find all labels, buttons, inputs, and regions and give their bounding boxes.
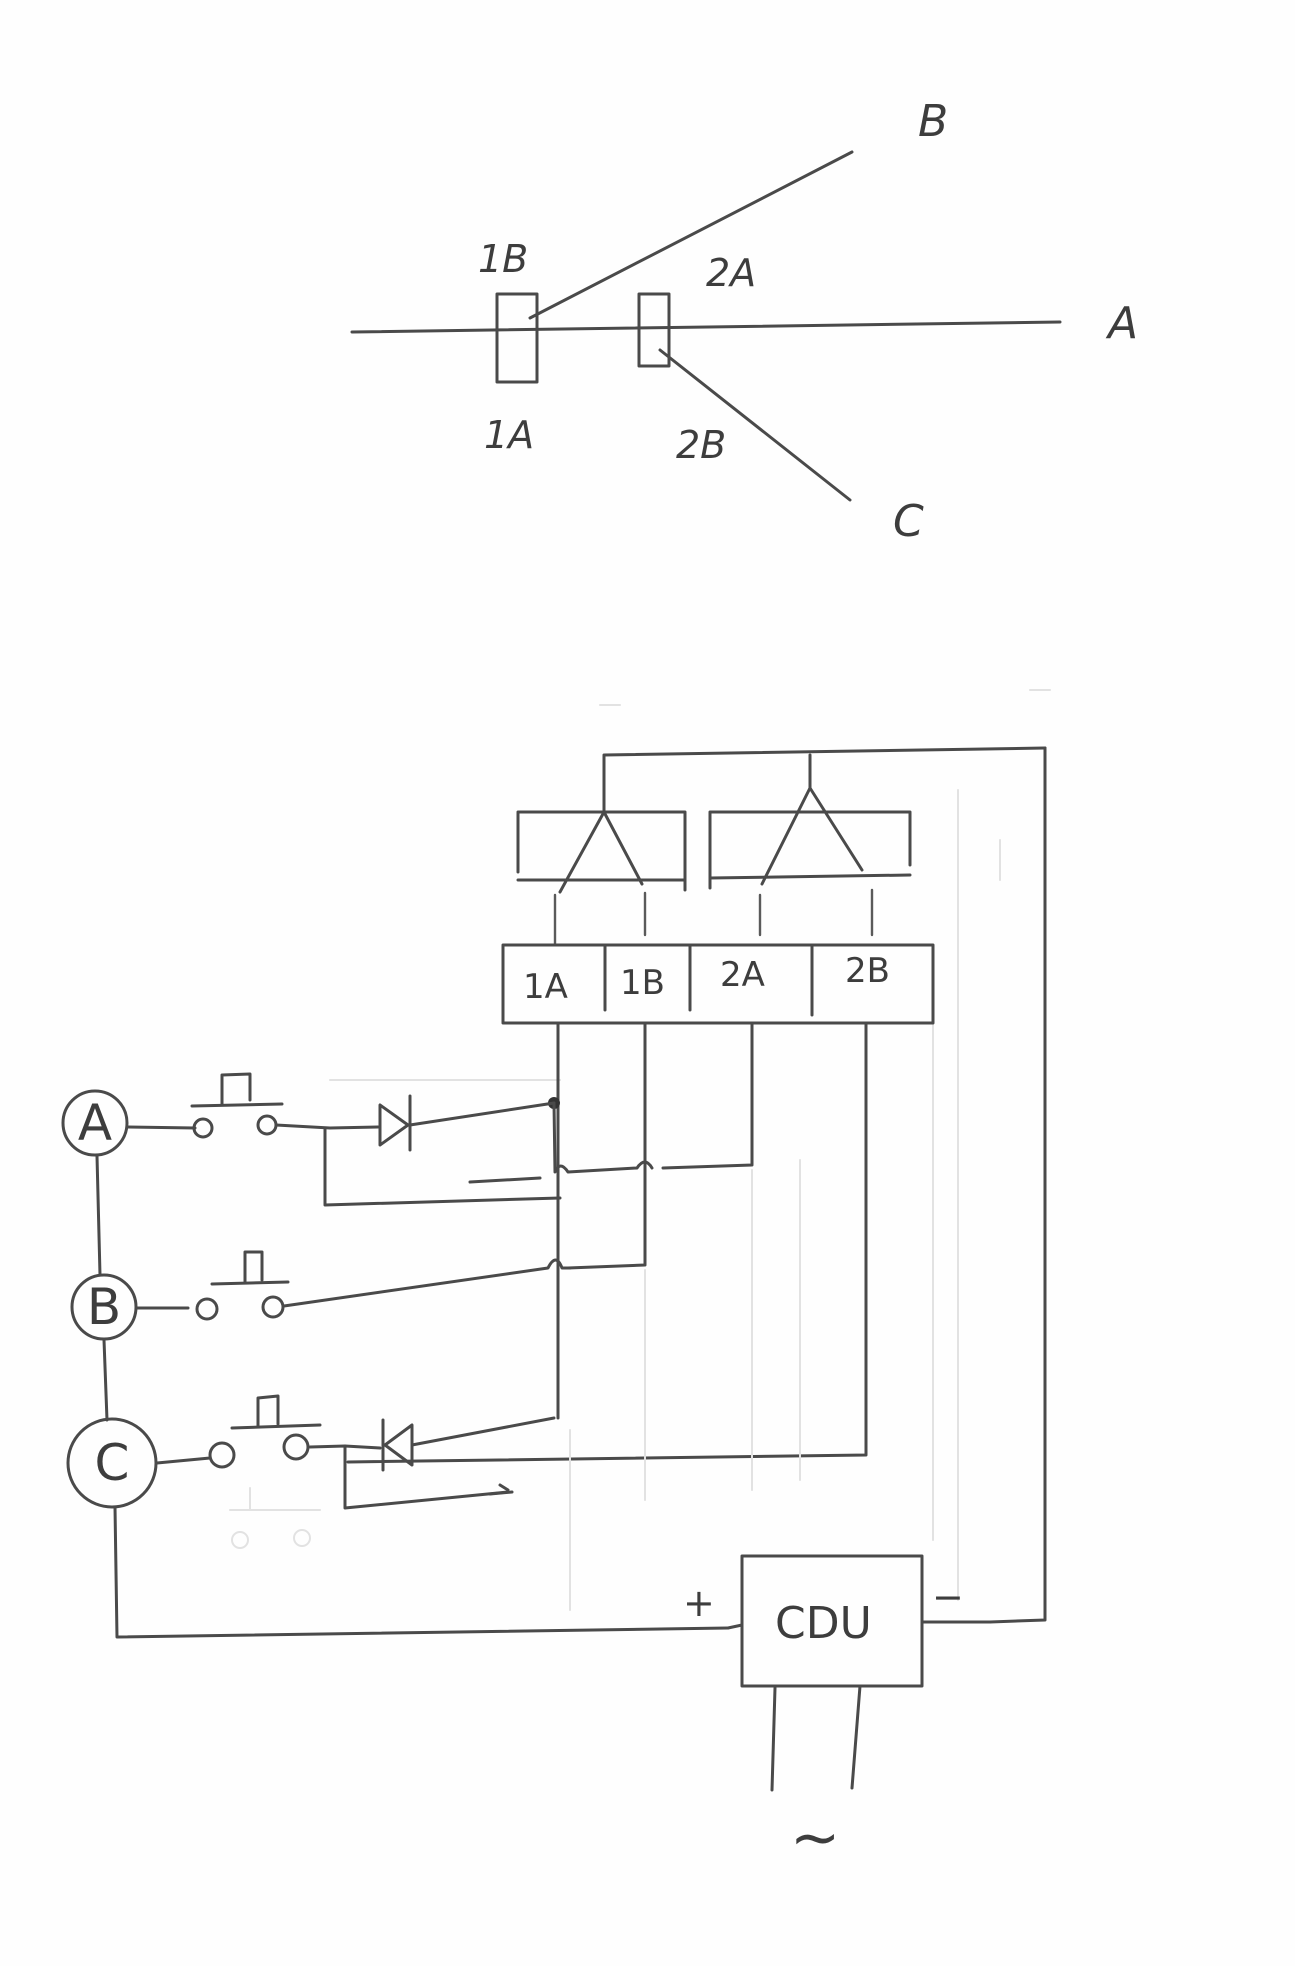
point-machine-1 — [495, 292, 539, 384]
wire-2b-drop — [346, 1021, 868, 1464]
terminal-label-1a: 1A — [523, 967, 568, 1007]
diode-a-bypass — [323, 1126, 562, 1207]
terminal-label-2b: 2B — [845, 951, 890, 991]
point-motor-1 — [516, 810, 687, 894]
rail-a-b — [95, 1154, 102, 1277]
cdu-unit: CDU + − ~ — [683, 1554, 992, 1873]
point-machine-2 — [637, 292, 671, 368]
faint-guide-lines — [229, 689, 1051, 1601]
push-switch-a — [190, 1102, 284, 1108]
common-return-wire — [602, 746, 1047, 814]
point-motor-2 — [708, 786, 912, 890]
button-a-label: A — [78, 1094, 112, 1152]
track-main-line — [350, 320, 1062, 334]
cdu-plus-label: + — [683, 1581, 715, 1625]
control-circuit: 1A 1B 2A 2B A — [61, 689, 1051, 1873]
point-label-2a: 2A — [706, 251, 756, 295]
wire-1b-drop — [566, 1021, 647, 1270]
track-label-c: C — [893, 496, 924, 547]
button-b-circuit: B — [70, 1250, 572, 1341]
ac-lead-2 — [850, 1684, 862, 1790]
push-switch-c — [230, 1423, 322, 1430]
button-c-label: C — [95, 1434, 130, 1492]
diode-a — [378, 1103, 410, 1147]
button-c-circuit: C — [66, 1394, 556, 1510]
track-branch-to-b — [528, 150, 854, 320]
ac-symbol: ~ — [790, 1803, 840, 1873]
rail-c-to-cdu-plus — [113, 1505, 730, 1639]
point-label-1a: 1A — [484, 413, 534, 457]
diode-c-bypass — [343, 1444, 510, 1510]
button-a[interactable] — [61, 1089, 129, 1157]
rail-b-c — [102, 1338, 109, 1422]
terminal-label-2a: 2A — [720, 955, 765, 995]
diode-c — [383, 1423, 414, 1467]
cdu-minus-label: − — [932, 1575, 964, 1619]
track-branch-to-c — [658, 348, 852, 502]
push-switch-b — [210, 1280, 290, 1286]
track-layout-diagram: B A C 1B 1A 2A 2B — [350, 96, 1138, 547]
track-label-a: A — [1105, 298, 1138, 349]
terminal-label-1b: 1B — [620, 963, 665, 1003]
track-label-b: B — [918, 96, 948, 147]
wire-2a-drop — [661, 1021, 754, 1170]
button-a-circuit: A — [61, 1072, 654, 1207]
point-label-1b: 1B — [478, 237, 528, 281]
ac-lead-1 — [770, 1686, 777, 1792]
cdu-label: CDU — [775, 1598, 872, 1649]
terminal-block: 1A 1B 2A 2B — [501, 943, 935, 1025]
button-b-label: B — [87, 1278, 121, 1336]
return-to-cdu-minus — [988, 746, 1047, 1624]
point-label-2b: 2B — [676, 423, 726, 467]
